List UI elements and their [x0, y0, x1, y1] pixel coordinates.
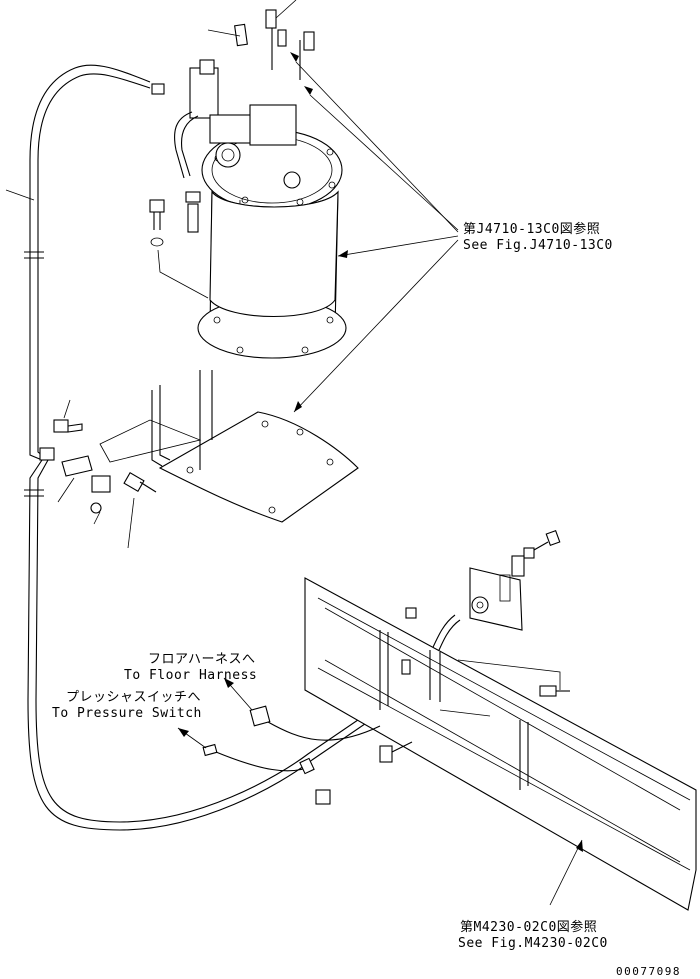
- tank-reference-en: See Fig.J4710-13C0: [463, 238, 613, 253]
- harness-cable: [5, 64, 461, 831]
- floor-harness-label-en: To Floor Harness: [124, 668, 258, 683]
- frame-reference-en: See Fig.M4230-02C0: [458, 936, 608, 951]
- frame-panel: [304, 529, 697, 911]
- bracket-hardware: [53, 399, 202, 549]
- tank-assembly: [149, 0, 359, 523]
- connector-top: [151, 83, 165, 95]
- connector-left: [39, 447, 55, 461]
- tank-reference-jp: 第J4710-13C0図参照: [463, 222, 601, 237]
- leader-lines: [177, 52, 583, 906]
- drawing-id: 00077098: [616, 965, 681, 978]
- frame-reference-jp: 第M4230-02C0図参照: [460, 920, 598, 935]
- pressure-switch-label-en: To Pressure Switch: [52, 706, 202, 721]
- pressure-switch-label-jp: プレッシャスイッチへ: [66, 690, 202, 705]
- floor-harness-label-jp: フロアハーネスへ: [148, 652, 256, 667]
- harness-connectors: [202, 705, 381, 805]
